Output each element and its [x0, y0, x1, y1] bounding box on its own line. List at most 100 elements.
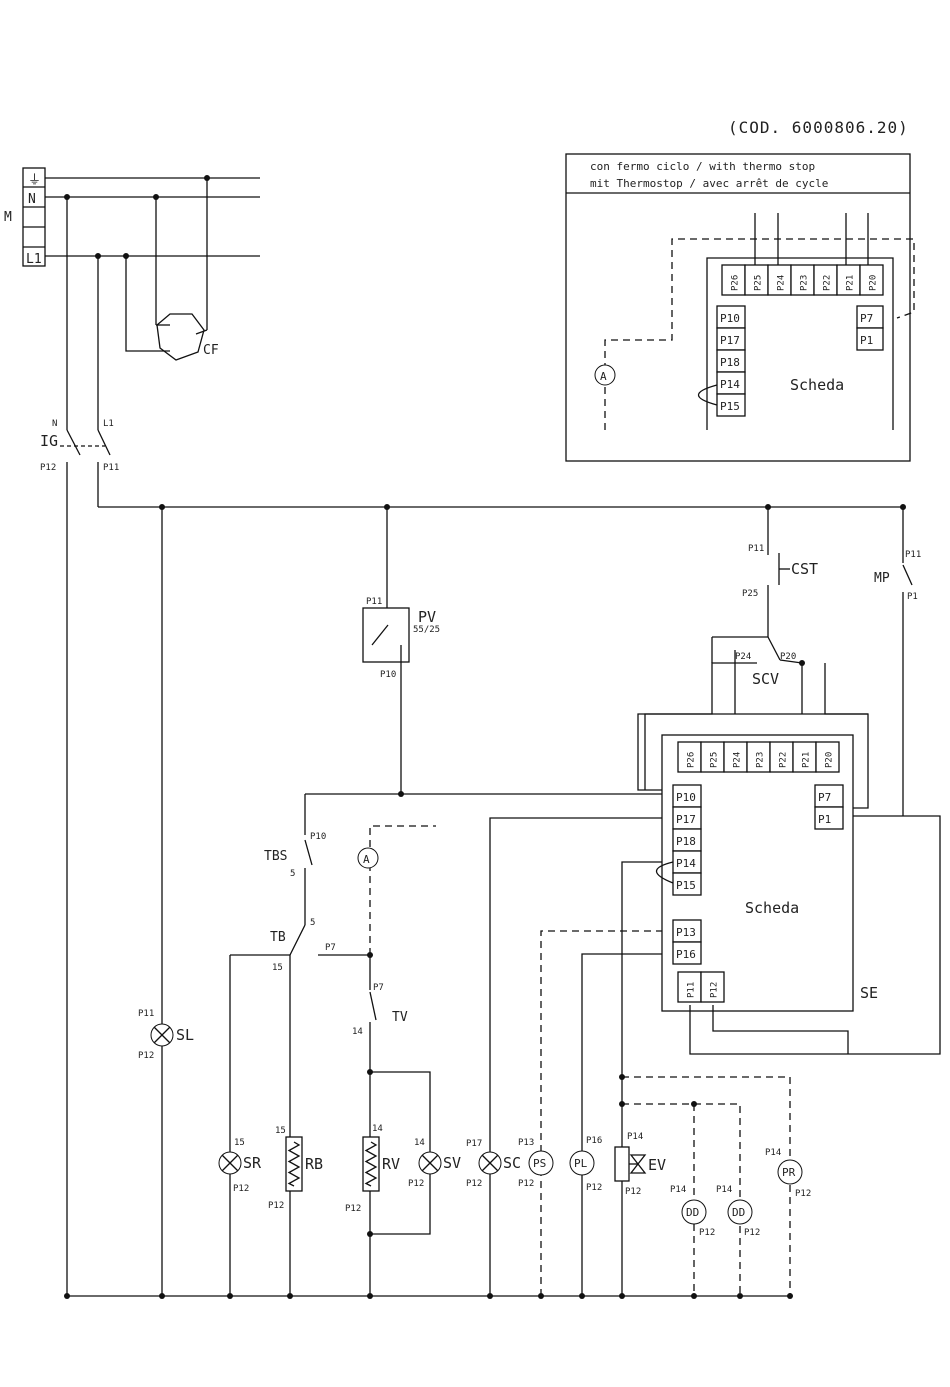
board-left-pin-p10: P10 [676, 791, 696, 804]
tbs-label: TBS [264, 849, 287, 864]
board-top-pin-cell [815, 741, 840, 773]
inset-right-pin-p1: P1 [860, 334, 873, 347]
junction-dot [367, 1231, 373, 1237]
board-left-pin2-cell [672, 941, 702, 965]
socket-icon [156, 313, 205, 361]
pv-rating-label: 55/25 [413, 625, 440, 635]
sr-p12-label: P12 [233, 1184, 249, 1194]
pl-pilot-inner-label: PL [574, 1157, 588, 1170]
cst-p11-label: P11 [748, 544, 764, 554]
inset-top-pin-p20: P20 [869, 275, 879, 291]
inset-top-pin-p23: P23 [800, 275, 810, 291]
junction-dot [123, 253, 129, 259]
rv-p12-label: P12 [345, 1204, 361, 1214]
junction-dot [691, 1293, 697, 1299]
sl-p12-label: P12 [138, 1051, 154, 1061]
ig-l1-label: L1 [103, 419, 114, 429]
sr-label: SR [243, 1154, 262, 1172]
dd2-p14-label: P14 [716, 1185, 732, 1195]
sv-p12-label: P12 [408, 1179, 424, 1189]
board-right-pin-cell [814, 806, 844, 830]
ammeter-icon [357, 847, 379, 869]
supply-label: M [4, 210, 12, 225]
junction-dot [64, 194, 70, 200]
board-loop-icon [655, 861, 674, 884]
pl-pilot-icon [569, 1150, 595, 1176]
switch-pv: PV 55/25 P11 P10 [362, 507, 440, 794]
dd2-p12-label: P12 [744, 1228, 760, 1238]
thermostat-tv: A TV P7 P7 14 [318, 825, 436, 1296]
board-left-pin-cell [672, 872, 702, 896]
selector-scv: SCV P24 P20 [637, 636, 869, 809]
dd1-dosing-device-inner-label: DD [686, 1206, 699, 1219]
inset-left-pin-p10: P10 [720, 312, 740, 325]
board-right-pin-p7: P7 [818, 791, 831, 804]
tv-p7b-label: P7 [373, 983, 384, 993]
ps-p12-label: P12 [518, 1179, 534, 1189]
rv-14-label: 14 [372, 1124, 383, 1134]
junction-dot [799, 660, 805, 666]
pr-pressure-switch-inner-label: PR [782, 1166, 796, 1179]
board-ref-label: SE [860, 984, 878, 1002]
board-bottom-pin-p12: P12 [710, 982, 720, 998]
junction-dot [384, 504, 390, 510]
board-label: Scheda [745, 899, 799, 917]
scv-p20-label: P20 [780, 652, 796, 662]
scv-label: SCV [752, 670, 779, 688]
inset-ammeter-icon [594, 364, 616, 386]
junction-dot [900, 504, 906, 510]
drawing-code: (COD. 6000806.20) [728, 118, 909, 137]
board-left-pin2-p16: P16 [676, 948, 696, 961]
thermo-stop-inset: con fermo ciclo / with thermo stop mit T… [565, 153, 915, 462]
dd2-dosing-device-icon [727, 1199, 753, 1225]
junction-dot [538, 1293, 544, 1299]
ev-label: EV [648, 1156, 666, 1174]
rb-p12-label: P12 [268, 1201, 284, 1211]
junction-dot [287, 1293, 293, 1299]
ps-p13-label: P13 [518, 1138, 534, 1148]
valve-icon [629, 1154, 647, 1174]
sr-15-label: 15 [234, 1138, 245, 1148]
tbs-p10-label: P10 [310, 832, 326, 842]
pv-p11-label: P11 [366, 597, 382, 607]
pr-p14-label: P14 [765, 1148, 781, 1158]
ig-n-label: N [52, 419, 57, 429]
board-top-pin-p24: P24 [733, 752, 743, 768]
thermostat-tb: TB 5 15 [229, 918, 315, 1296]
inset-caption-line2: mit Thermostop / avec arrêt de cycle [590, 177, 828, 190]
junction-dot [737, 1293, 743, 1299]
mp-p11-label: P11 [905, 550, 921, 560]
junction-dots [64, 175, 906, 1299]
junction-dot [619, 1293, 625, 1299]
board-left-pin-p17: P17 [676, 813, 696, 826]
board-left-pin-p15: P15 [676, 879, 696, 892]
thermostat-tbs: TBS P10 5 [264, 832, 326, 925]
socket-cf: CF [125, 178, 219, 361]
dd1-p14-label: P14 [670, 1185, 686, 1195]
inset-top-pin-p22: P22 [823, 275, 833, 291]
inset-top-pin-p24: P24 [777, 275, 787, 291]
board-left-pin2-p13: P13 [676, 926, 696, 939]
inset-top-pin-p21: P21 [846, 275, 856, 291]
junction-dot [95, 253, 101, 259]
cf-label: CF [203, 343, 219, 358]
pl-p16-label: P16 [586, 1136, 602, 1146]
terminal-n-label: N [28, 192, 36, 207]
tv-14-label: 14 [352, 1027, 363, 1037]
inset-top-pin-cell [859, 264, 884, 296]
tb-5-label: 5 [310, 918, 315, 928]
tbs-5-label: 5 [290, 869, 295, 879]
